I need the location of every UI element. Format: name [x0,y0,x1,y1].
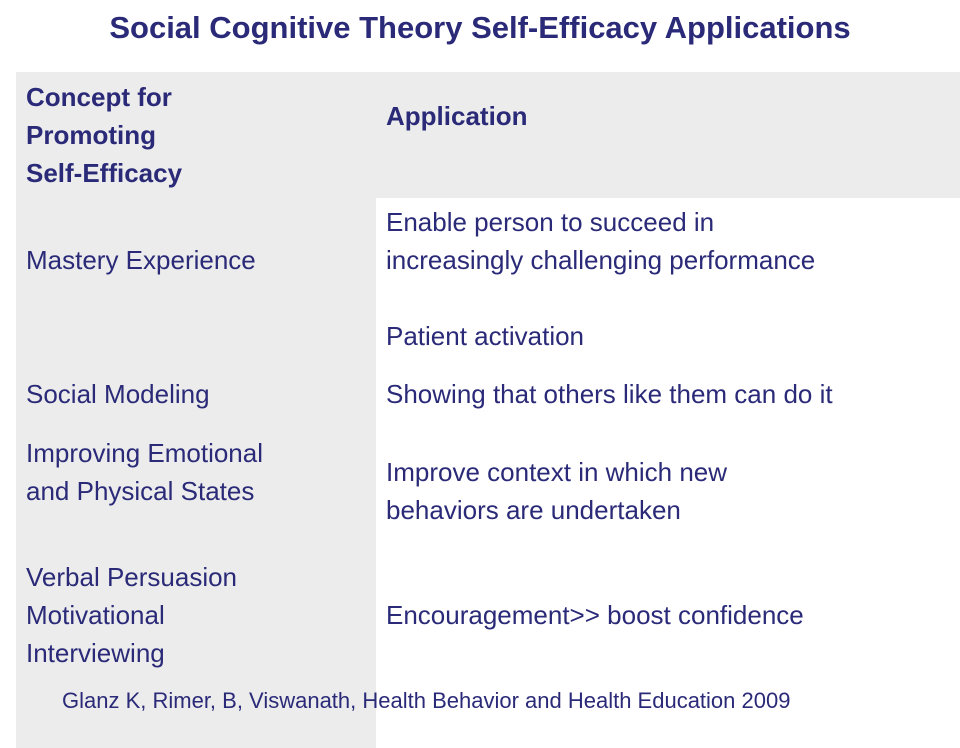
header-concept: Concept for Promoting Self-Efficacy [26,82,183,188]
header-application: Application [386,101,528,131]
row-emotional-states-application: Improve context in which new behaviors a… [386,457,728,525]
row-emotional-states-concept: Improving Emotional and Physical States [26,438,263,506]
row-social-modeling-application: Showing that others like them can do it [386,379,833,409]
slide-title: Social Cognitive Theory Self-Efficacy Ap… [109,10,851,45]
row-mastery-application: Enable person to succeed in increasingly… [386,207,816,351]
row-social-modeling-concept: Social Modeling [26,379,210,409]
table-header-row [16,72,960,198]
concept-column-shading [16,198,376,748]
citation-footer: Glanz K, Rimer, B, Viswanath, Health Beh… [62,688,791,713]
row-mastery-concept: Mastery Experience [26,245,256,275]
row-verbal-persuasion-concept: Verbal Persuasion Motivational Interview… [26,562,238,668]
row-verbal-persuasion-application: Encouragement>> boost confidence [386,600,804,630]
